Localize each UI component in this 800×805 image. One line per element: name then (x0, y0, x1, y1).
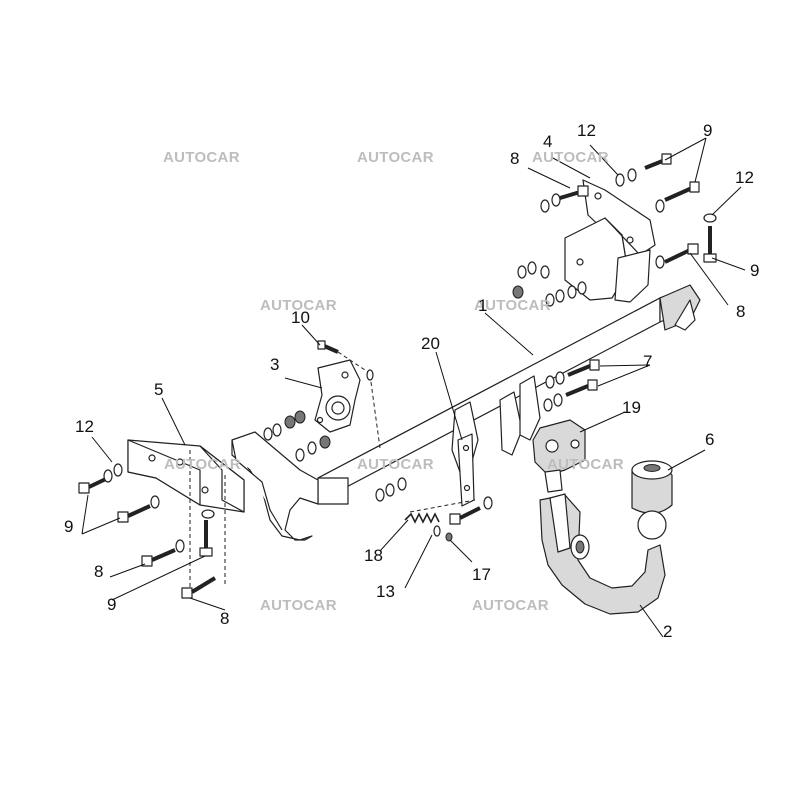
callout-13: 13 (376, 582, 395, 601)
callout-20: 20 (421, 334, 440, 353)
watermark: AUTOCAR (164, 456, 241, 473)
callout-12: 12 (577, 121, 596, 140)
watermark: AUTOCAR (547, 456, 624, 473)
callout-3: 3 (270, 355, 280, 374)
cross-beam (317, 284, 701, 505)
callout-9: 9 (64, 517, 74, 536)
callout-5: 5 (154, 380, 164, 399)
towball-2 (539, 493, 667, 615)
watermark: AUTOCAR (260, 597, 337, 614)
callout-9: 9 (750, 261, 760, 280)
callout-4: 4 (543, 132, 553, 151)
callout-8: 8 (736, 302, 746, 321)
bolt-10 (317, 340, 339, 354)
watermark: AUTOCAR (357, 149, 434, 166)
right-side-bracket (564, 179, 656, 303)
callout-1: 1 (478, 296, 488, 315)
fasteners (78, 153, 717, 599)
ball-cover-6 (631, 460, 673, 514)
left-mount-arm (231, 431, 319, 541)
callout-18: 18 (364, 546, 383, 565)
nut-17 (445, 532, 453, 542)
callout-17: 17 (472, 565, 491, 584)
plate-20 (457, 433, 475, 507)
spring-18 (404, 512, 440, 524)
leader-lines (81, 137, 746, 638)
socket-plate (314, 359, 361, 433)
callout-8: 8 (220, 609, 230, 628)
callout-6: 6 (705, 430, 715, 449)
callout-8: 8 (94, 562, 104, 581)
callout-9: 9 (107, 595, 117, 614)
watermark: AUTOCAR (163, 149, 240, 166)
watermark: AUTOCAR (474, 297, 551, 314)
washer-13 (433, 525, 441, 537)
callout-7: 7 (643, 352, 653, 371)
socket-19 (532, 419, 586, 493)
callout-8: 8 (510, 149, 520, 168)
callout-10: 10 (291, 308, 310, 327)
watermark: AUTOCAR (357, 456, 434, 473)
left-side-bracket (127, 439, 245, 513)
watermark: AUTOCAR (472, 597, 549, 614)
callout-12: 12 (735, 168, 754, 187)
callout-12: 12 (75, 417, 94, 436)
watermark: AUTOCAR (260, 297, 337, 314)
callout-19: 19 (622, 398, 641, 417)
callout-9: 9 (703, 121, 713, 140)
callout-2: 2 (663, 622, 673, 641)
watermark: AUTOCAR (532, 149, 609, 166)
